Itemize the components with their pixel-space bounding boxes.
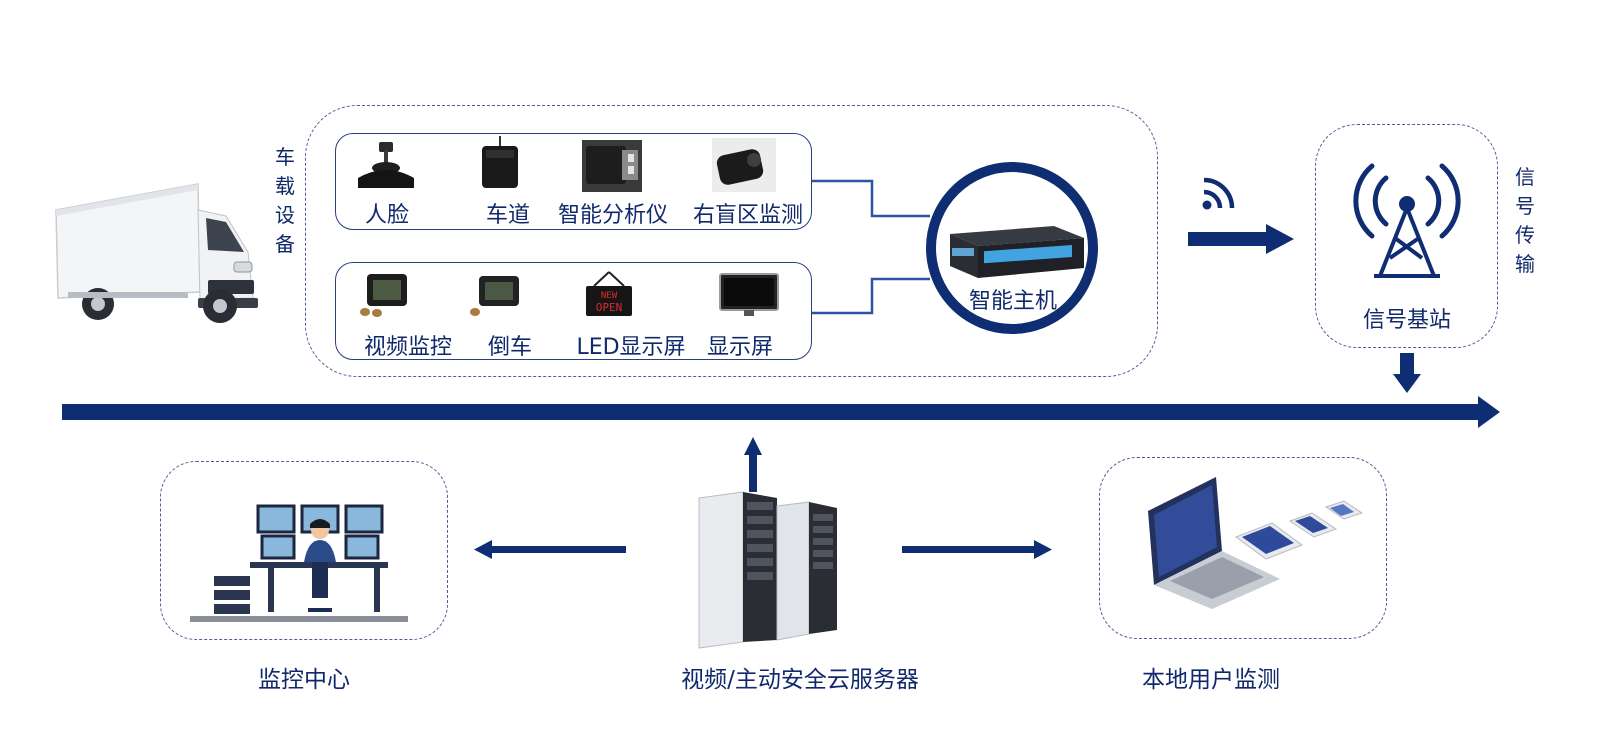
top-device-panel	[335, 133, 812, 230]
device-label-video-monitoring: 视频监控	[363, 335, 452, 360]
blind-spot-camera-icon	[712, 138, 776, 192]
bottom-device-panel	[335, 262, 812, 360]
svg-text:OPEN: OPEN	[596, 301, 623, 314]
local-user-label: 本地用户监测	[1142, 667, 1280, 693]
device-label-face: 人脸	[364, 203, 409, 228]
device-label-display: 显示屏	[706, 335, 773, 360]
cloud-server-icon	[698, 491, 837, 649]
local-user-group	[1099, 457, 1387, 639]
device-label-lane: 车道	[485, 203, 530, 228]
smart-host-node	[926, 162, 1098, 334]
analyzer-icon	[582, 140, 642, 192]
truck-icon	[55, 183, 258, 323]
vehicle-equipment-label: 车载设备	[275, 145, 295, 256]
monitor-center-group	[160, 461, 448, 640]
face-camera-icon	[358, 142, 414, 188]
device-label-led-display: LED显示屏	[576, 335, 686, 360]
cloud-server-label: 视频/主动安全云服务器	[681, 667, 919, 693]
wireless-signal-icon	[1202, 177, 1235, 210]
lane-sensor-icon	[482, 136, 518, 188]
vehicle-equipment-group	[305, 105, 1158, 377]
smart-host-icon	[950, 226, 1084, 278]
svg-text:NEW: NEW	[601, 291, 618, 301]
signal-transmission-label: 信号传输	[1515, 165, 1535, 276]
device-label-blind-spot: 右盲区监测	[692, 203, 803, 228]
monitor-center-label: 监控中心	[258, 667, 350, 693]
device-label-analyzer: 智能分析仪	[557, 203, 668, 228]
monitor-icon	[719, 273, 779, 316]
video-camera-icon	[360, 274, 407, 317]
led-sign-icon: NEW OPEN	[586, 271, 632, 316]
smart-host-label: 智能主机	[968, 289, 1057, 314]
monitor-center-icon	[190, 504, 408, 622]
signal-tower-icon	[1353, 163, 1461, 278]
reverse-camera-icon	[470, 276, 519, 316]
device-label-reverse: 倒车	[487, 335, 532, 360]
signal-station-label: 信号基站	[1362, 308, 1451, 333]
local-user-devices-icon	[1148, 477, 1364, 609]
signal-station-group	[1315, 124, 1498, 348]
